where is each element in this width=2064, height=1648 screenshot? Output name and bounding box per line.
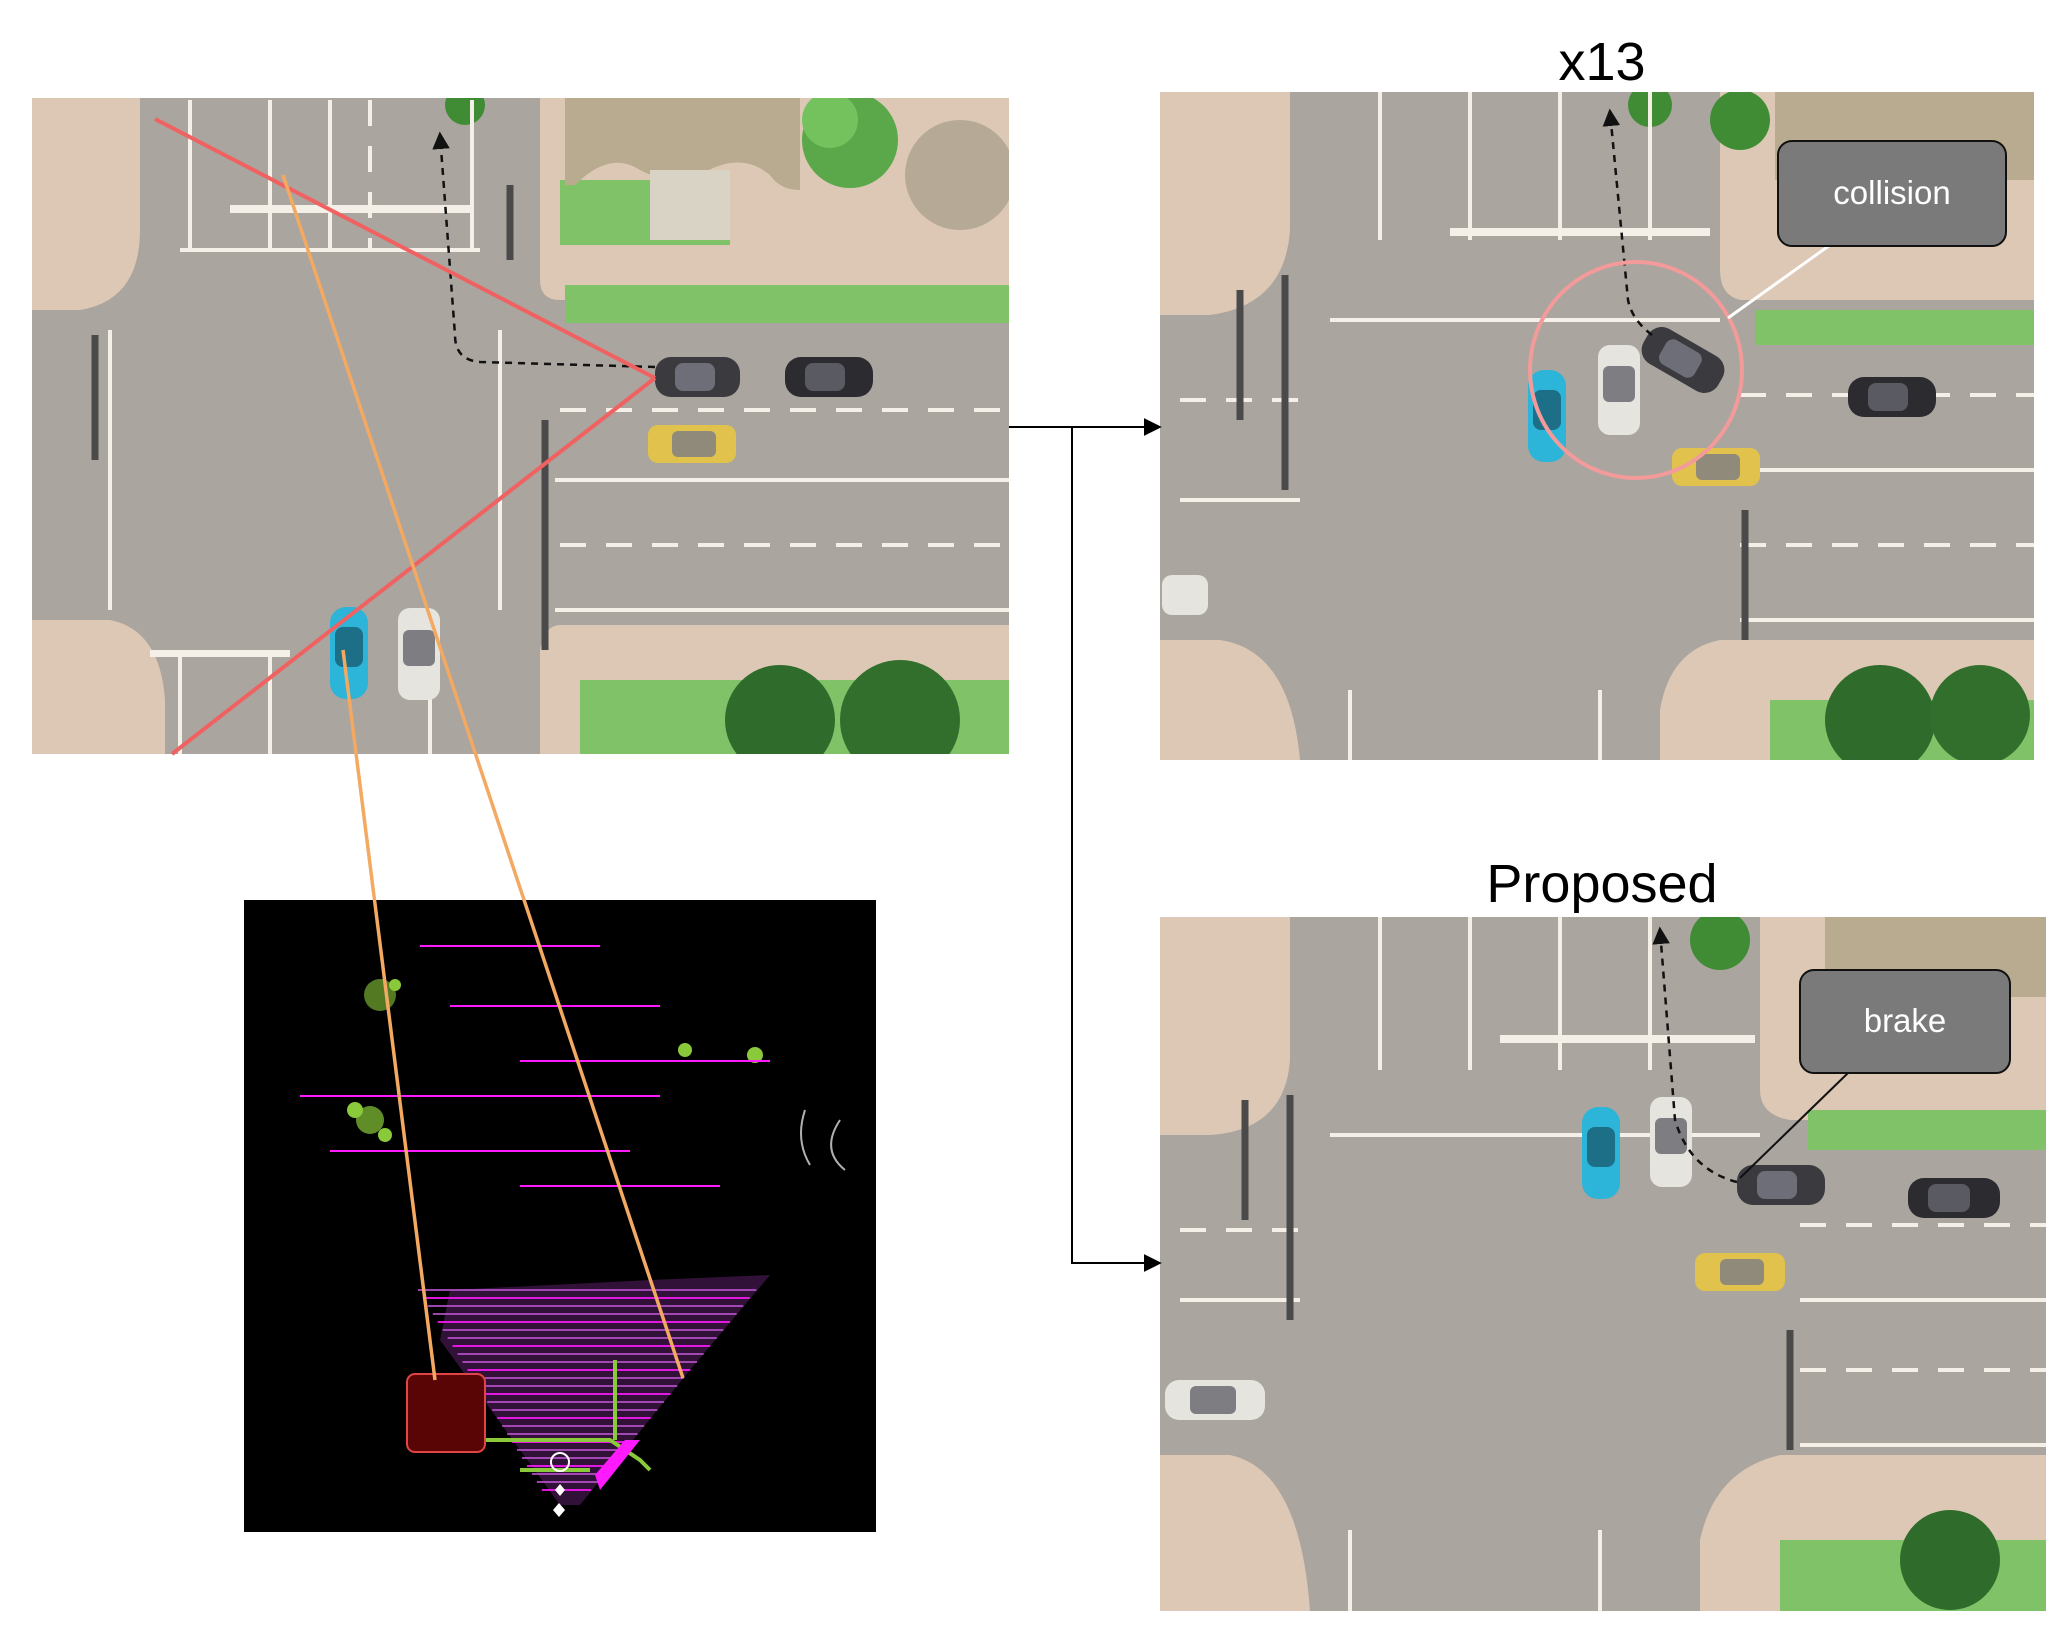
car-white-parked: [1165, 1380, 1265, 1420]
lidar-point-clusters: [347, 979, 763, 1142]
car-yellow: [1695, 1253, 1785, 1291]
car-blue: [1582, 1107, 1620, 1199]
collision-callout-box: [1777, 140, 2007, 247]
car-yellow: [648, 425, 736, 463]
car-black: [1908, 1178, 2000, 1218]
collision-callout-label: collision: [1833, 174, 1950, 211]
collision-circle: [1528, 260, 1744, 480]
top-left-scene: [32, 98, 1009, 754]
top-right-heading: x13: [1558, 32, 1645, 92]
car-white: [1650, 1097, 1692, 1187]
car-blue: [330, 607, 368, 699]
collision-callout-leader: [1727, 243, 1831, 320]
car-white-parked: [1162, 575, 1208, 615]
projection-lines: [281, 174, 685, 1381]
bottom-right-heading: Proposed: [1486, 854, 1717, 914]
ego-marker-icon: [550, 1452, 570, 1472]
car-ego: [1737, 1165, 1825, 1205]
detection-box: [406, 1373, 486, 1453]
planned-path-arrow: [432, 131, 656, 369]
car-ego: [655, 357, 740, 397]
car-black: [1848, 377, 1936, 417]
car-yellow: [1672, 448, 1760, 486]
car-white: [1598, 345, 1640, 435]
car-black: [785, 357, 873, 397]
brake-callout-box: [1799, 969, 2011, 1074]
car-ego: [1641, 327, 1725, 393]
car-white: [398, 608, 440, 700]
brake-callout-label: brake: [1864, 1002, 1947, 1039]
lidar-scan-lines: [417, 1289, 757, 1491]
connector-arrows: [1009, 418, 1162, 1272]
planned-path-arrow: [1602, 108, 1653, 336]
lidar-bev-view: [244, 900, 876, 1532]
brake-callout-leader: [1739, 1072, 1849, 1179]
